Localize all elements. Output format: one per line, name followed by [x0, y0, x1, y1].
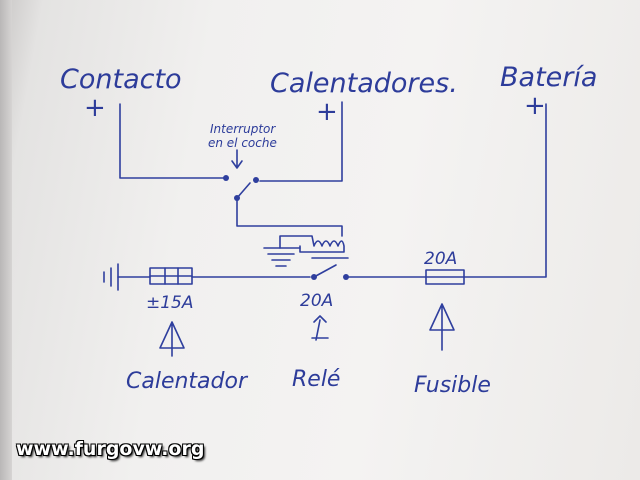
- label-rele: Relé: [292, 367, 340, 392]
- interruptor-arrow: [231, 149, 243, 169]
- relay-contact-blade: [313, 264, 337, 278]
- rating-relay: 20A: [300, 291, 333, 311]
- relay-contact-right: [343, 274, 349, 280]
- relay-coil: [279, 235, 345, 253]
- label-bateria: Batería: [500, 62, 597, 93]
- label-contacto: Contacto: [60, 64, 182, 95]
- label-fusible: Fusible: [414, 373, 491, 398]
- heater-divisions: [149, 267, 193, 285]
- rating-fuse: 20A: [424, 249, 457, 269]
- wire-contacto: [119, 103, 227, 179]
- arrow-calentador: [159, 321, 185, 357]
- ground-symbol: [103, 263, 119, 291]
- relay-coil-ground: [263, 247, 301, 267]
- watermark-text: www.furgovw.org: [16, 438, 205, 460]
- wire-fuse-to-battery: [463, 103, 547, 278]
- label-calentador: Calentador: [126, 369, 249, 394]
- wire-calentadores: [259, 101, 343, 182]
- label-calentadores: Calentadores.: [270, 68, 458, 99]
- label-interruptor-line2: en el coche: [208, 136, 277, 150]
- arrow-rele: [311, 315, 329, 341]
- label-interruptor-line1: Interruptor: [210, 122, 276, 136]
- switch-lever: [236, 182, 251, 199]
- plus-bateria: +: [524, 91, 546, 121]
- wire-switch-to-coil: [236, 197, 343, 237]
- switch-terminal-right: [253, 177, 259, 183]
- rating-heater: ±15A: [146, 293, 194, 313]
- plus-contacto: +: [84, 93, 106, 123]
- plus-calentadores: +: [316, 97, 338, 127]
- arrow-fusible: [429, 303, 455, 351]
- switch-terminal-left: [223, 175, 229, 181]
- paper-edge: [0, 0, 12, 480]
